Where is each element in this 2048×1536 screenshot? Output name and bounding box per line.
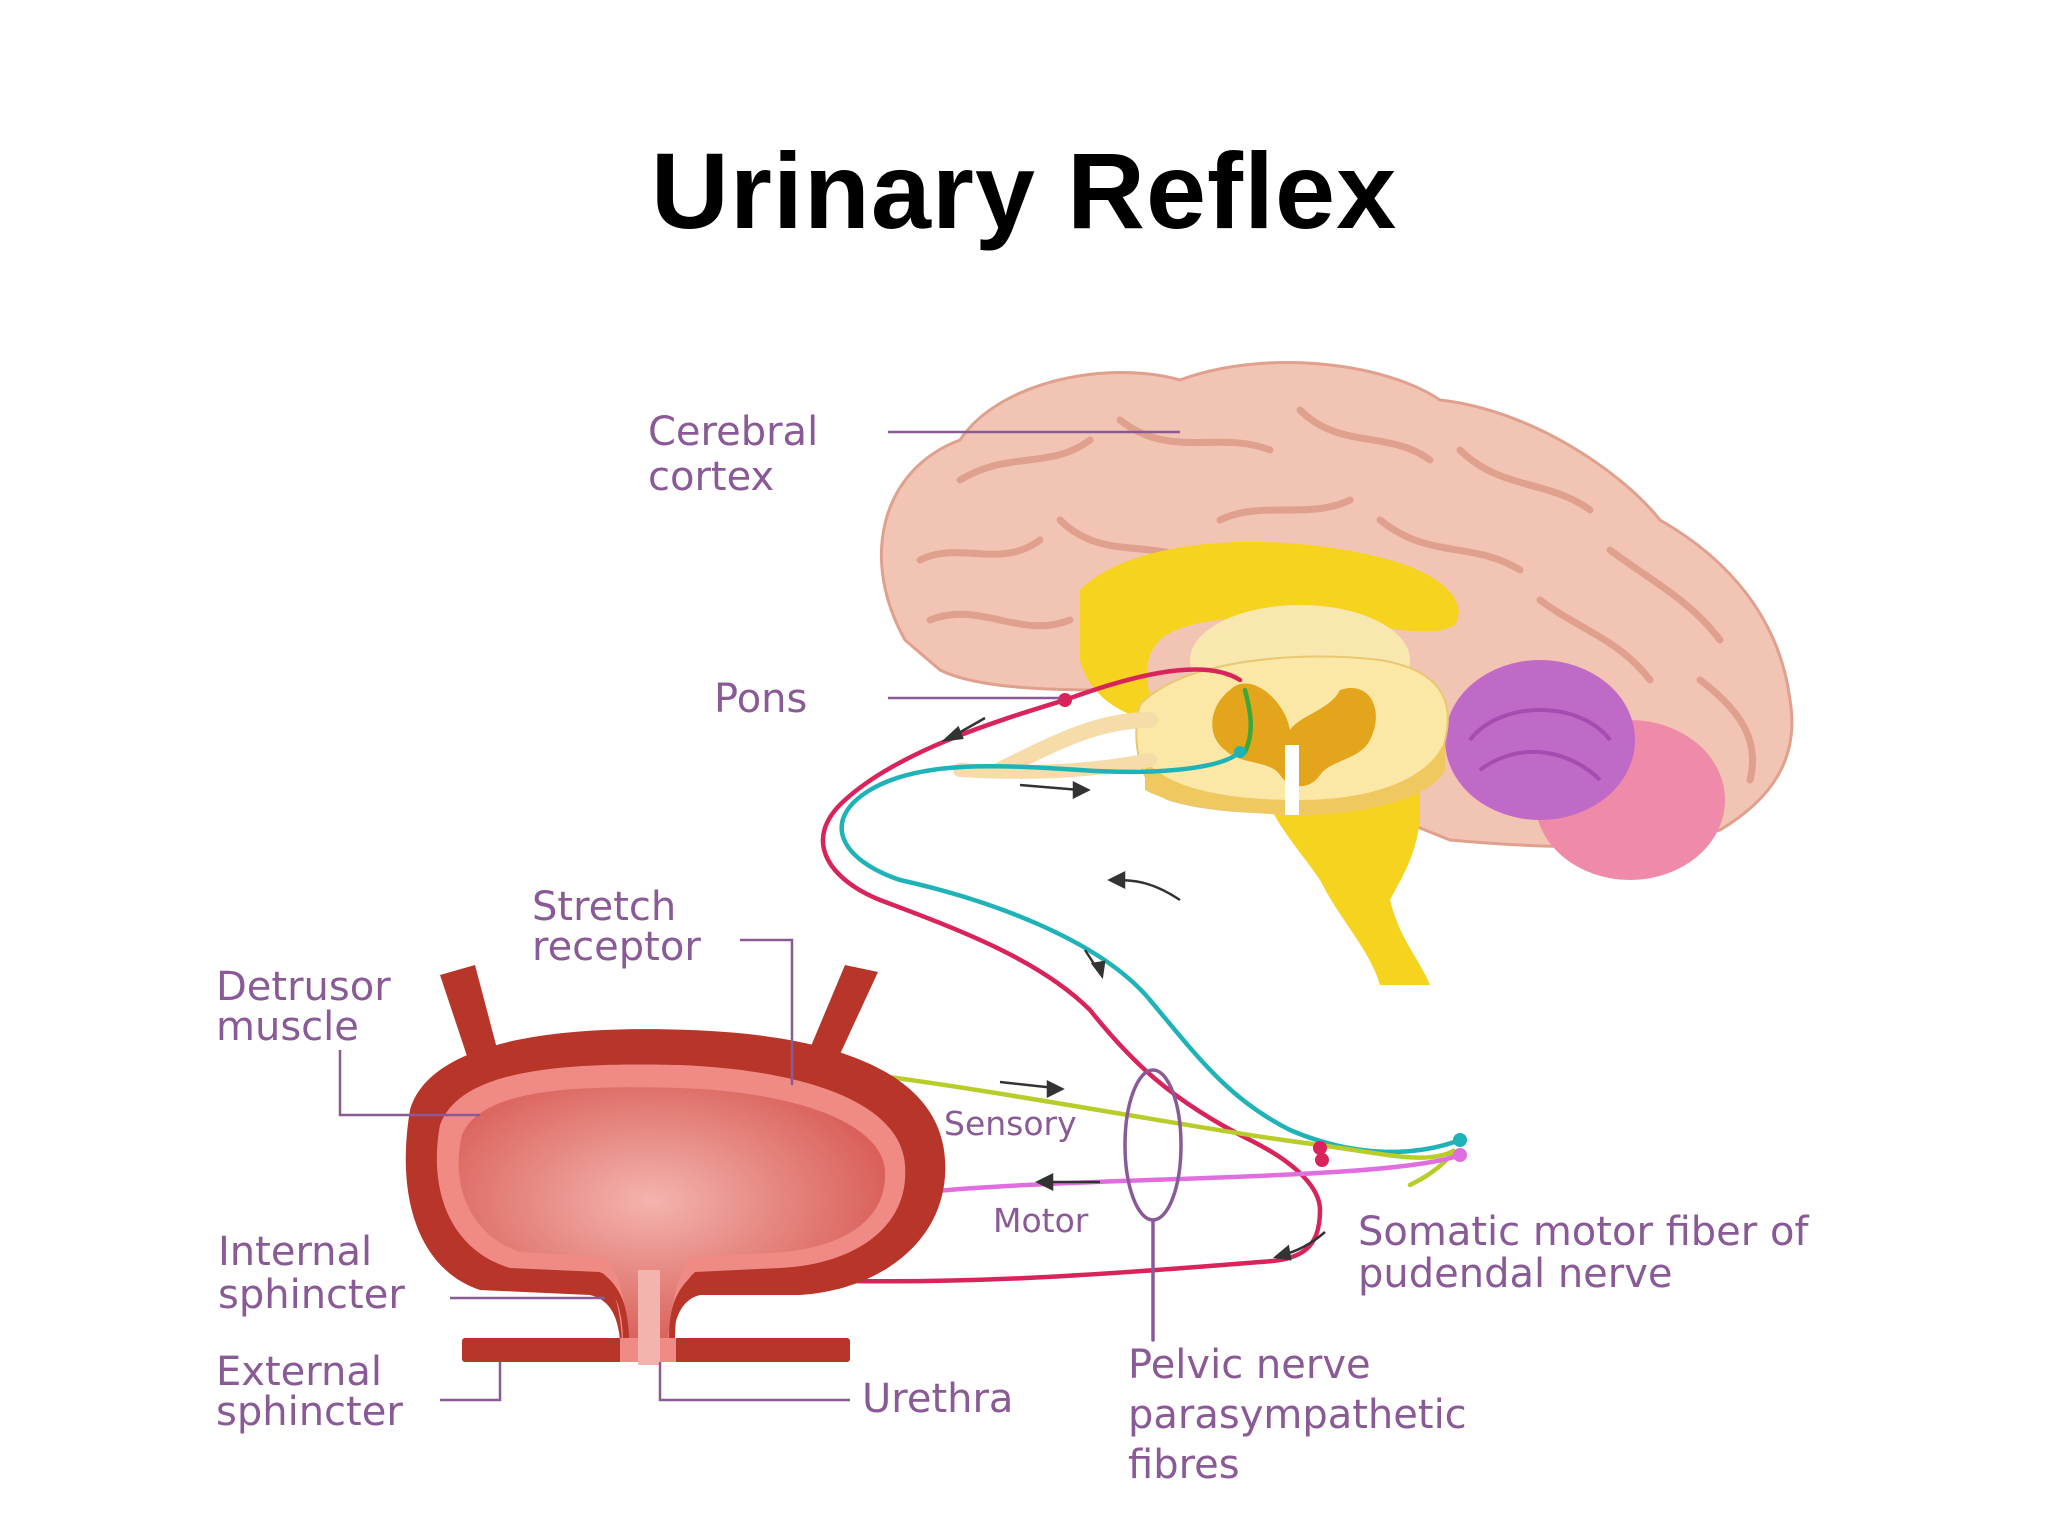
arrow-icon [1019,783,1081,792]
label-detrusor-muscle-1: Detrusor [216,964,391,1010]
ureter-left [440,965,500,1065]
label-sensory: Sensory [944,1104,1077,1143]
label-somatic-motor-fiber-2: pudendal nerve [1358,1251,1673,1297]
label-external-sphincter-1: External [216,1349,382,1395]
label-stretch-receptor-1: Stretch [532,884,676,930]
label-internal-sphincter-2: sphincter [218,1272,405,1318]
nerve-pathways [789,667,1467,1342]
label-pelvic-nerve-2: parasympathetic [1128,1392,1467,1438]
label-detrusor-muscle-2: muscle [216,1004,359,1050]
label-stretch-receptor-2: receptor [532,924,701,970]
cord-junction-dot-red-2 [1315,1153,1329,1167]
cerebellum [1445,660,1725,880]
arrow-icon [1090,960,1106,980]
nerve-root-branch [992,712,1158,778]
urethra-center [638,1338,660,1362]
label-pelvic-nerve-1: Pelvic nerve [1128,1342,1371,1388]
internal-sphincter-ring [598,1272,700,1339]
ureter-right [806,965,878,1065]
cord-junction-dot-pink [1453,1148,1467,1162]
arrow-icon [1072,780,1091,800]
red-nerve-path [807,667,1323,1284]
arrow-icon [941,725,964,742]
label-cerebral-cortex-2: cortex [648,454,774,500]
corpus-callosum [1080,541,1459,720]
direction-arrows [941,716,1326,1261]
arrow-icon [1107,870,1126,890]
bladder-illustration [405,965,946,1365]
label-pelvic-nerve-3: fibres [1128,1442,1240,1488]
pons-cord-dot-teal [1234,746,1246,758]
label-cerebral-cortex-1: Cerebral [648,409,818,455]
label-urethra: Urethra [862,1376,1013,1422]
spinal-cord-section [1135,655,1449,815]
labels: Cerebral cortex Pons Stretch receptor De… [216,409,1809,1488]
cord-junction-dot-teal [1453,1133,1467,1147]
arrow-icon [1273,1244,1292,1261]
arrow-icon [1035,1172,1054,1192]
pelvic-nerve-ring [1123,1068,1183,1222]
green-nerve-segment [1242,687,1254,755]
label-external-sphincter-2: sphincter [216,1389,403,1435]
label-pons: Pons [714,676,807,722]
arrow-icon [999,1080,1056,1090]
cord-junction-dot-red [1313,1141,1327,1155]
brain-illustration [879,361,1794,985]
leader-lines [338,430,1180,1402]
bladder-lumen [458,1087,886,1340]
teal-nerve-path [839,749,1463,1155]
label-motor: Motor [993,1201,1089,1240]
slide-title: Urinary Reflex [650,130,1398,251]
gray-matter [1212,683,1376,787]
cortex-folds [916,406,1757,784]
arrow-icon [1046,1079,1065,1099]
label-internal-sphincter-1: Internal [218,1229,372,1275]
pons-junction-dot [1058,693,1072,707]
label-somatic-motor-fiber-1: Somatic motor fiber of [1358,1209,1809,1255]
